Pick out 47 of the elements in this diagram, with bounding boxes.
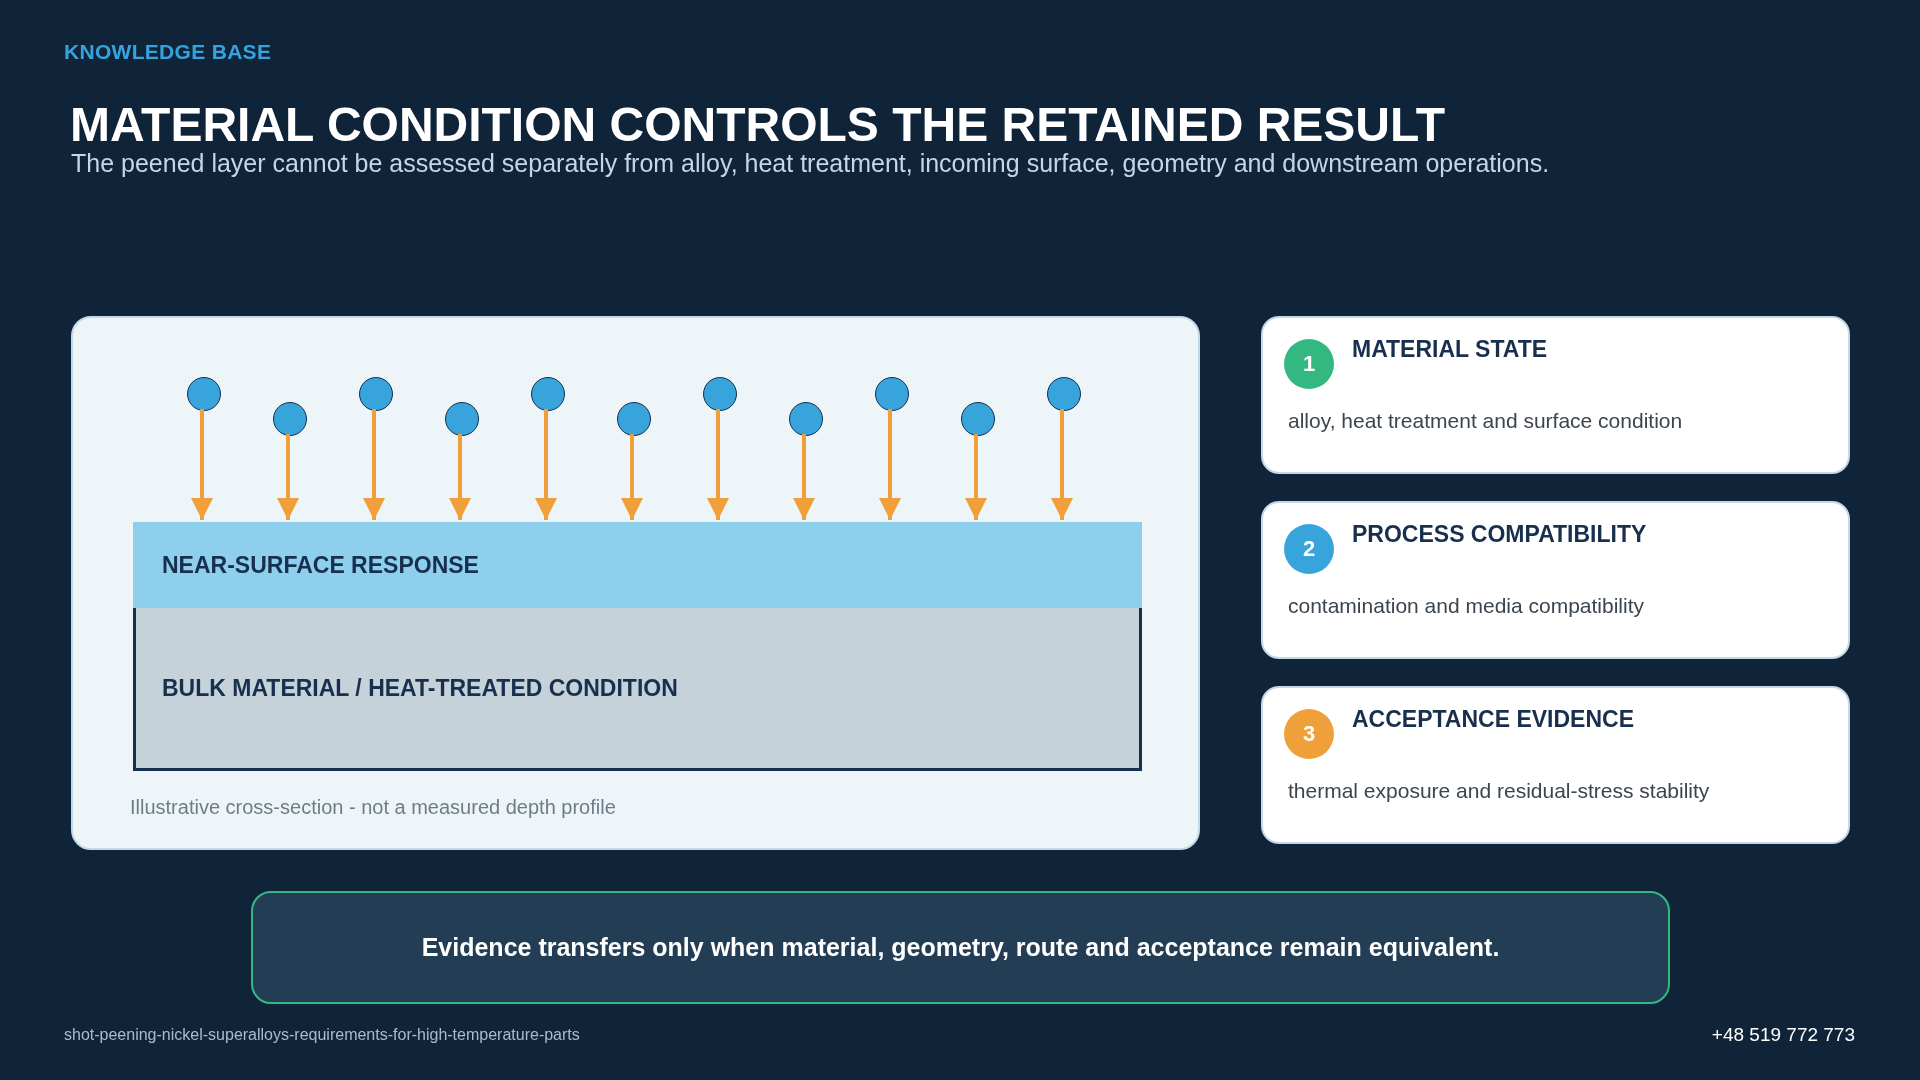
card-heading: PROCESS COMPATIBILITY xyxy=(1352,521,1647,548)
arrow xyxy=(277,434,299,520)
shot-ball xyxy=(703,377,737,411)
surface-layer-band xyxy=(133,522,1142,608)
card-description: alloy, heat treatment and surface condition xyxy=(1288,409,1683,433)
number-badge: 1 xyxy=(1284,339,1334,389)
card-heading: MATERIAL STATE xyxy=(1352,336,1548,363)
number-badge: 3 xyxy=(1284,709,1334,759)
arrow xyxy=(793,434,815,520)
arrow xyxy=(535,409,557,520)
card-description: thermal exposure and residual-stress stability xyxy=(1288,779,1710,803)
arrow xyxy=(1051,409,1073,520)
page-subtitle: The peened layer cannot be assessed separately from alloy, heat treatment, incoming surface, geometry and downstream operations. xyxy=(71,149,1550,178)
arrow xyxy=(965,434,987,520)
arrow xyxy=(363,409,385,520)
phone-number: +48 519 772 773 xyxy=(1711,1024,1855,1046)
card-heading: ACCEPTANCE EVIDENCE xyxy=(1352,706,1634,733)
shot-ball xyxy=(789,402,823,436)
shot-ball xyxy=(617,402,651,436)
shot-ball xyxy=(531,377,565,411)
arrow xyxy=(707,409,729,520)
shot-ball xyxy=(875,377,909,411)
info-card xyxy=(1261,316,1850,474)
cross-section-panel xyxy=(71,316,1200,850)
page-title: MATERIAL CONDITION CONTROLS THE RETAINED RESULT xyxy=(70,99,1446,152)
arrow xyxy=(449,434,471,520)
arrow xyxy=(191,409,213,520)
shot-ball xyxy=(961,402,995,436)
layer-label: NEAR-SURFACE RESPONSE xyxy=(162,551,479,579)
shot-ball xyxy=(1047,377,1081,411)
info-card xyxy=(1261,501,1850,659)
section-label: KNOWLEDGE BASE xyxy=(64,40,272,64)
card-description: contamination and media compatibility xyxy=(1288,594,1645,618)
shot-ball xyxy=(273,402,307,436)
banner-text: Evidence transfers only when material, geometry, route and acceptance remain equivalent. xyxy=(421,933,1500,962)
info-card xyxy=(1261,686,1850,844)
panel-caption: Illustrative cross-section - not a measured depth profile xyxy=(130,796,616,819)
number-badge: 2 xyxy=(1284,524,1334,574)
arrow xyxy=(621,434,643,520)
page-slug: shot-peening-nickel-superalloys-requirements-for-high-temperature-parts xyxy=(64,1026,580,1044)
shot-ball xyxy=(187,377,221,411)
shot-ball xyxy=(359,377,393,411)
layer-label: BULK MATERIAL / HEAT-TREATED CONDITION xyxy=(162,674,678,702)
summary-banner xyxy=(251,891,1670,1004)
shot-ball xyxy=(445,402,479,436)
arrow xyxy=(879,409,901,520)
bulk-material-layer xyxy=(133,608,1142,771)
